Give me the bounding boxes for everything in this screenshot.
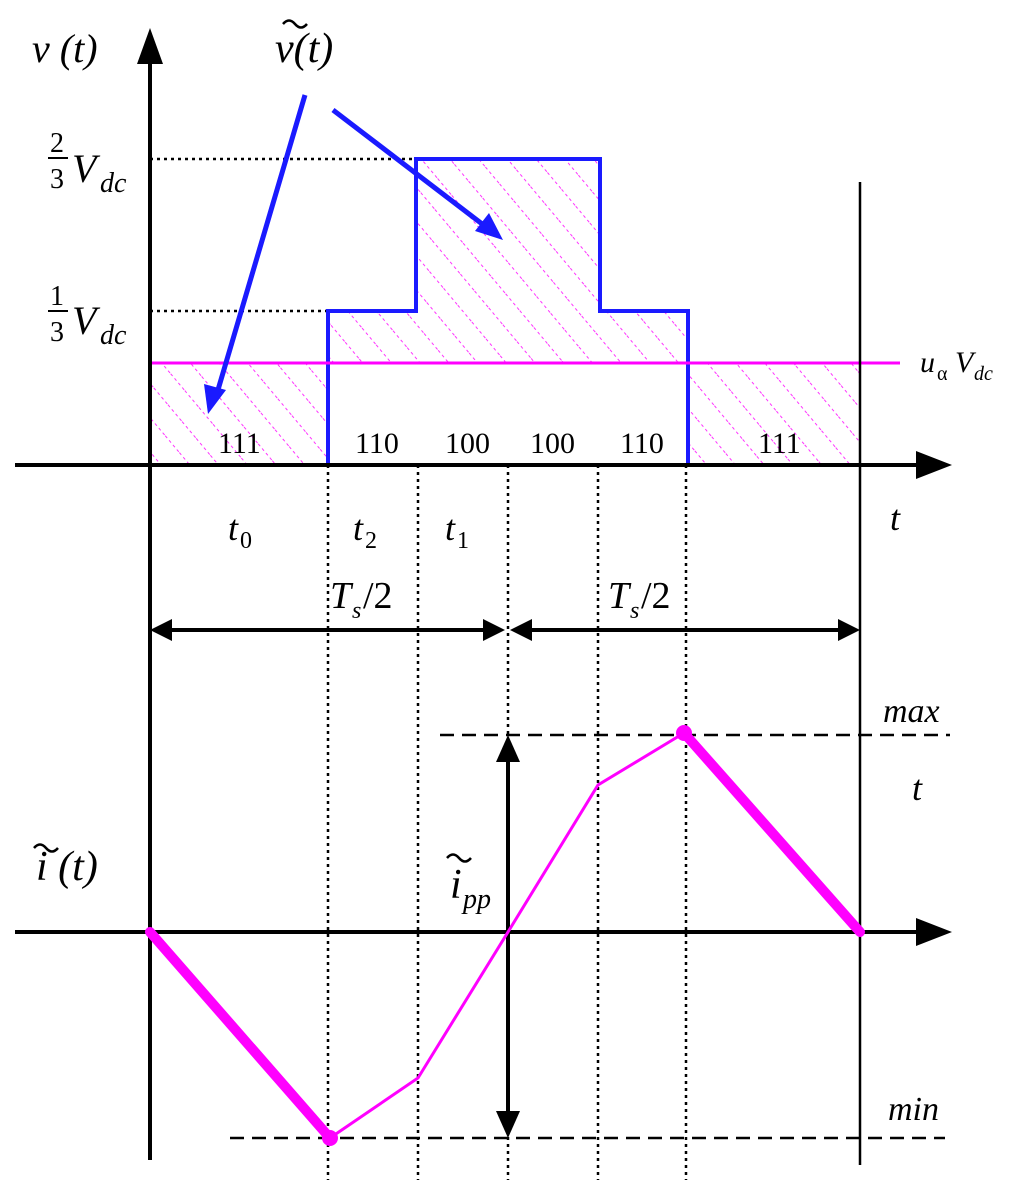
svg-text:T: T bbox=[608, 575, 632, 617]
one-third-vdc-label: 1 3 V dc bbox=[48, 281, 127, 351]
min-point bbox=[322, 1130, 338, 1146]
state-label: 100 bbox=[445, 427, 490, 460]
tilde-mark bbox=[282, 19, 308, 29]
hatched-regions bbox=[150, 159, 860, 465]
max-label: max bbox=[883, 693, 940, 730]
svg-text:α: α bbox=[937, 363, 948, 385]
t-axis-top-arrowhead bbox=[916, 451, 952, 479]
svg-text:2: 2 bbox=[365, 528, 377, 554]
current-waveform bbox=[145, 725, 865, 1146]
max-point bbox=[676, 725, 692, 741]
state-label: 110 bbox=[355, 427, 399, 460]
interval-label-t1: t 1 bbox=[445, 508, 469, 554]
svg-text:0: 0 bbox=[240, 528, 252, 554]
svg-text:1: 1 bbox=[457, 528, 469, 554]
interval-label-t2: t 2 bbox=[353, 508, 377, 554]
voltage-waveform bbox=[150, 157, 860, 467]
time-axis-label-top: t bbox=[890, 498, 901, 538]
half-period-label-left: T s /2 bbox=[330, 575, 393, 624]
ipp-label: i pp bbox=[446, 853, 491, 915]
labels: v (t) v(t) 2 3 V dc 1 3 V dc u α V dc 11… bbox=[32, 19, 993, 1128]
svg-text:3: 3 bbox=[50, 317, 64, 348]
state-label: 111 bbox=[218, 427, 261, 460]
half-period-arrows bbox=[150, 619, 860, 641]
min-label: min bbox=[888, 1091, 939, 1128]
state-label: 110 bbox=[620, 427, 664, 460]
svg-text:v(t): v(t) bbox=[275, 26, 333, 72]
svg-text:t: t bbox=[228, 508, 239, 548]
v-axis-arrowhead bbox=[137, 28, 163, 64]
t-axis-bottom-arrowhead bbox=[916, 918, 952, 946]
v-tilde-arrows bbox=[204, 94, 503, 414]
half-period-label-right: T s /2 bbox=[608, 575, 671, 624]
svg-text:pp: pp bbox=[461, 884, 491, 915]
svg-text:2: 2 bbox=[50, 128, 64, 159]
svg-text:dc: dc bbox=[974, 363, 993, 385]
svg-text:u: u bbox=[920, 346, 935, 379]
svg-text:/2: /2 bbox=[363, 575, 393, 617]
v-tilde-label: v(t) bbox=[275, 19, 333, 72]
svg-text:V: V bbox=[955, 346, 977, 379]
svg-text:V: V bbox=[72, 298, 101, 343]
svg-text:i (t): i (t) bbox=[36, 844, 98, 890]
tilde-mark bbox=[33, 843, 59, 853]
svg-text:dc: dc bbox=[100, 320, 127, 351]
time-axis-label-bottom: t bbox=[912, 768, 923, 808]
svg-text:i: i bbox=[450, 862, 462, 908]
svg-text:3: 3 bbox=[50, 164, 64, 195]
peak-lines bbox=[230, 733, 950, 1140]
ipp-arrow bbox=[496, 735, 520, 1138]
tilde-mark bbox=[446, 853, 472, 863]
two-thirds-vdc-label: 2 3 V dc bbox=[48, 128, 127, 199]
svg-text:dc: dc bbox=[100, 168, 127, 199]
svg-text:t: t bbox=[353, 508, 364, 548]
svg-text:T: T bbox=[330, 575, 354, 617]
svg-text:1: 1 bbox=[50, 281, 64, 312]
current-axis-label: i (t) bbox=[33, 843, 98, 890]
state-label: 111 bbox=[758, 427, 801, 460]
svg-text:/2: /2 bbox=[641, 575, 671, 617]
u-alpha-vdc-label: u α V dc bbox=[920, 346, 993, 385]
svg-text:t: t bbox=[445, 508, 456, 548]
state-label: 100 bbox=[530, 427, 575, 460]
axes bbox=[15, 28, 952, 1165]
interval-label-t0: t 0 bbox=[228, 508, 252, 554]
svg-text:V: V bbox=[72, 146, 101, 191]
voltage-axis-label: v (t) bbox=[32, 26, 98, 71]
svg-text:s: s bbox=[352, 598, 361, 624]
svg-text:s: s bbox=[630, 598, 639, 624]
